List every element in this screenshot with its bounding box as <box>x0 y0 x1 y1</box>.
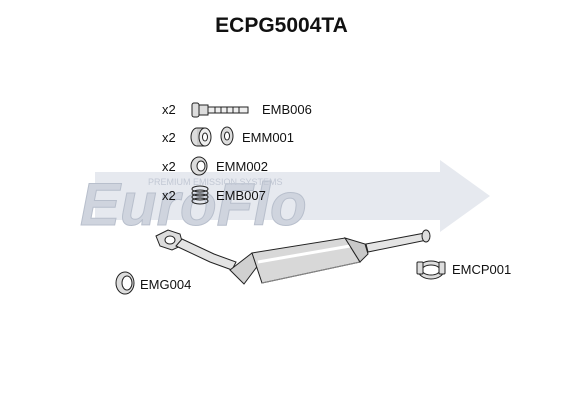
clamp-icon <box>416 260 446 280</box>
watermark-tagline: PREMIUM EMISSION SYSTEMS <box>148 177 283 187</box>
bolt-icon <box>191 102 249 118</box>
watermark-arrow <box>95 160 490 232</box>
mount-rubber-icon <box>190 126 234 147</box>
label-emb007: EMB007 <box>216 188 266 203</box>
gasket-icon <box>115 271 135 295</box>
qty-emb007: x2 <box>162 188 176 203</box>
label-emm001: EMM001 <box>242 130 295 145</box>
catalytic-converter-icon <box>155 229 431 285</box>
spring-icon <box>191 185 209 205</box>
label-clamp: EMCP001 <box>452 262 512 277</box>
qty-emb006: x2 <box>162 102 176 117</box>
label-emm002: EMM002 <box>216 159 269 174</box>
part-number-title: ECPG5004TA <box>215 14 348 37</box>
label-emb006: EMB006 <box>262 102 312 117</box>
label-gasket: EMG004 <box>140 277 192 292</box>
qty-emm002: x2 <box>162 159 176 174</box>
watermark-brand: EuroFlo <box>80 171 307 238</box>
mount-ring-icon <box>190 156 208 176</box>
qty-emm001: x2 <box>162 130 176 145</box>
